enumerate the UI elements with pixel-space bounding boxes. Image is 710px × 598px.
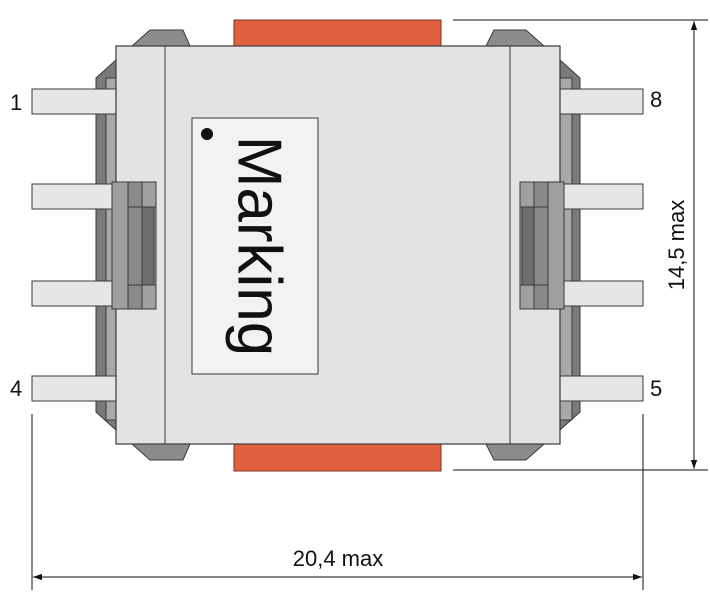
width-dimension-label: 20,4 max <box>293 546 384 571</box>
corner-tab-top-left <box>130 29 191 47</box>
corner-tab-bottom-left <box>130 443 191 461</box>
pin-1-indicator-dot <box>201 128 213 140</box>
component-body <box>115 45 561 445</box>
lead-pin-8 <box>559 88 644 115</box>
pin-label-4: 4 <box>10 376 22 401</box>
ferrite-core-top <box>233 19 442 47</box>
pin-label-8: 8 <box>650 87 662 112</box>
lead-pin-3 <box>31 280 117 307</box>
lead-pin-1 <box>31 88 117 115</box>
lead-pin-2 <box>31 183 117 210</box>
corner-tab-bottom-right <box>485 443 546 461</box>
clip-left-inner <box>141 206 155 286</box>
lead-pin-5 <box>559 375 644 402</box>
pin-label-1: 1 <box>10 90 22 115</box>
marking-label <box>191 117 319 375</box>
lead-pin-4 <box>31 375 117 402</box>
height-dimension-label: 14,5 max <box>664 200 689 291</box>
lead-pin-7 <box>559 183 644 210</box>
clip-left-mid <box>127 181 143 310</box>
lead-pin-6 <box>559 280 644 307</box>
clip-right-inner <box>521 206 535 286</box>
ferrite-core-bottom <box>233 443 442 472</box>
pin-label-5: 5 <box>650 376 662 401</box>
clip-right-mid <box>533 181 549 310</box>
corner-tab-top-right <box>485 29 546 47</box>
marking-text: Marking <box>225 136 294 357</box>
